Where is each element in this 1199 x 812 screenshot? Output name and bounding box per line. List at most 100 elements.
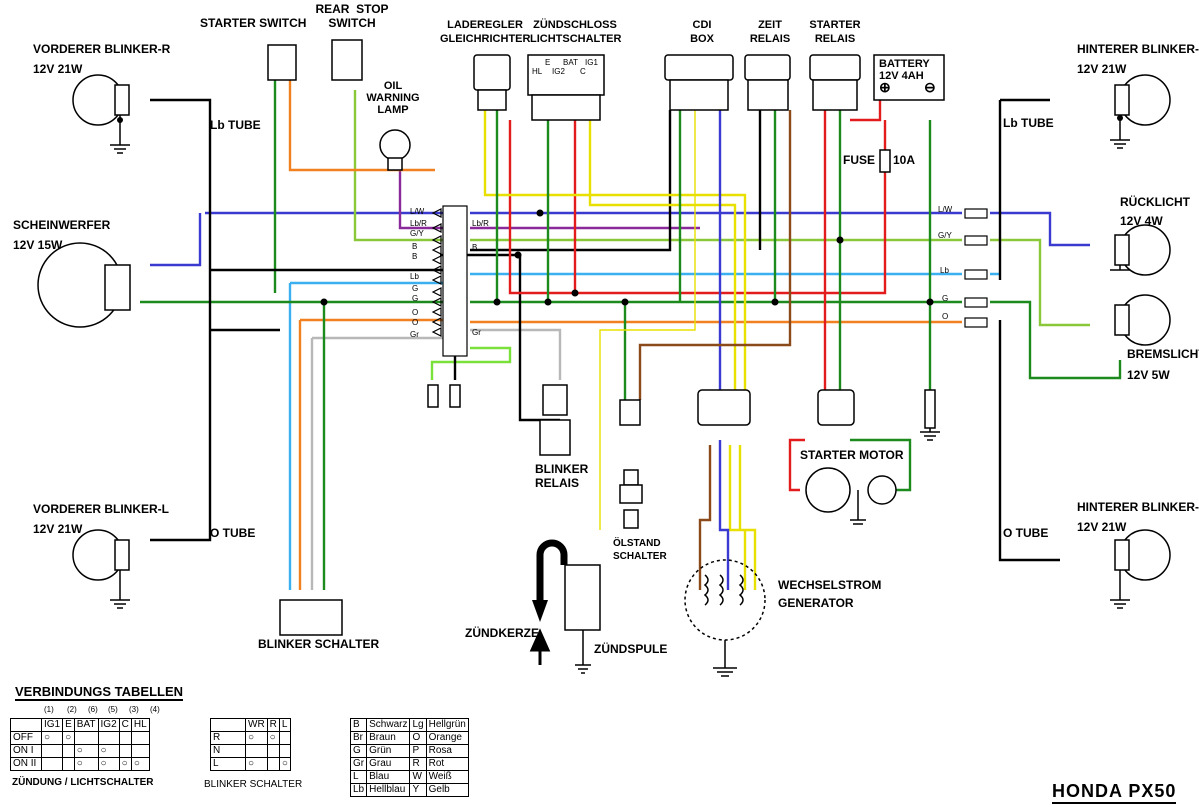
term-c: C xyxy=(580,67,586,76)
regulator-body xyxy=(473,54,511,91)
vorderer-r-spec: 12V 21W xyxy=(33,62,83,76)
row-head: N xyxy=(210,744,246,758)
starter-switch-body xyxy=(267,44,297,81)
wire-green-lights xyxy=(273,75,326,590)
wire-blue-gen xyxy=(718,110,730,590)
code: Gr xyxy=(349,757,368,771)
col-head: IG1 xyxy=(40,718,64,732)
starter-relay-body xyxy=(809,54,861,81)
hinterer-r-label: HINTERER BLINKER-R xyxy=(1077,42,1199,56)
wire-red-batt xyxy=(823,95,882,390)
laderegler-label: LADEREGLER GLEICHRICHTER xyxy=(440,19,531,45)
wire-yellow-gen xyxy=(728,445,757,590)
bremslicht-label: BREMSLICHT xyxy=(1127,347,1199,361)
ignition-coil-body xyxy=(564,564,601,631)
wire-code: Lb/R xyxy=(472,219,489,228)
color: Orange xyxy=(425,731,469,745)
code: B xyxy=(349,718,368,732)
rear-stop-switch-body xyxy=(331,39,363,81)
scheinwerfer-label: SCHEINWERFER xyxy=(13,218,111,232)
fuse-label: FUSE xyxy=(843,153,876,167)
wire-green-g xyxy=(140,300,1122,380)
code: Br xyxy=(349,731,368,745)
wires xyxy=(140,75,1122,590)
timer-relay-body xyxy=(744,54,791,81)
spark-plug-symbol xyxy=(529,539,568,665)
wire-code: G/Y xyxy=(938,231,952,240)
cdi-body xyxy=(664,54,734,81)
wire-red-main xyxy=(508,120,887,295)
hinterer-l-label: HINTERER BLINKER-L xyxy=(1077,500,1199,514)
ruecklicht-label: RÜCKLICHT xyxy=(1120,195,1190,209)
color: Rot xyxy=(425,757,469,771)
o-tube-left: O TUBE xyxy=(210,526,256,540)
wire-code: G/Y xyxy=(410,229,424,238)
term-ig1: IG1 xyxy=(585,58,598,67)
ignition-table: IG1 E BAT IG2 C HL OFF○○ ON I○○ ON II○○○… xyxy=(10,718,150,771)
hinterer-l-spec: 12V 21W xyxy=(1077,520,1127,534)
col-num: (1) xyxy=(44,705,54,714)
term-bat: BAT xyxy=(563,58,578,67)
wire-code: Lb xyxy=(940,266,949,275)
row-head: R xyxy=(210,731,246,745)
fuse-spec: 10A xyxy=(893,153,916,167)
blinker-table: WR R L R○○ N L○○ xyxy=(210,718,291,771)
wire-brown-gen xyxy=(698,445,712,590)
row-head: OFF xyxy=(10,731,42,745)
starter-relais-label: STARTER RELAIS xyxy=(809,19,861,45)
col-head: C xyxy=(118,718,132,732)
code: Y xyxy=(409,783,427,797)
term-hl: HL xyxy=(532,67,543,76)
wire-code: B xyxy=(412,242,418,251)
lb-tube-right: Lb TUBE xyxy=(1003,116,1054,130)
wire-code: G xyxy=(412,284,419,293)
wire-code: Gr xyxy=(472,328,481,337)
zuendkerze-label: ZÜNDKERZE xyxy=(465,626,539,640)
ignition-switch-body xyxy=(527,54,605,96)
code: L xyxy=(349,770,368,784)
color: Hellgrün xyxy=(425,718,469,732)
wire-code: Gr xyxy=(410,330,419,339)
starter-switch-label: STARTER SWITCH xyxy=(200,16,307,30)
blinker-schalter-label: BLINKER SCHALTER xyxy=(258,637,380,651)
wire-yellow-2 xyxy=(588,120,737,420)
col-num: (3) xyxy=(129,705,139,714)
ruecklicht-spec: 12V 4W xyxy=(1120,214,1163,228)
oil-lamp-bulb xyxy=(379,129,411,161)
vorderer-l-spec: 12V 21W xyxy=(33,522,83,536)
vorderer-r-label: VORDERER BLINKER-R xyxy=(33,42,171,56)
wire-grey-gr xyxy=(310,328,562,590)
lb-tube-left: Lb TUBE xyxy=(210,118,261,132)
row-head: L xyxy=(210,757,246,771)
wire-orange-oil xyxy=(288,75,435,172)
junction-dots xyxy=(117,115,1123,306)
wire-green-reg xyxy=(495,110,932,400)
wire-code: O xyxy=(412,308,419,317)
color: Schwarz xyxy=(366,718,411,732)
wire-blue-lw xyxy=(150,211,962,267)
blinker-relay-body xyxy=(539,419,571,456)
wire-code: O xyxy=(412,318,419,327)
col-head: HL xyxy=(130,718,150,732)
term-ig2: IG2 xyxy=(552,67,565,76)
blinker-relais-label: BLINKER RELAIS xyxy=(535,462,589,490)
main-connector-block xyxy=(431,205,988,357)
wire-purple-lbr xyxy=(398,170,700,230)
color: Grau xyxy=(366,757,411,771)
starter-connector xyxy=(817,389,855,426)
code: Lg xyxy=(409,718,427,732)
cdi-label: CDI BOX xyxy=(690,19,714,45)
col-num: (4) xyxy=(150,705,160,714)
zeit-relais-label: ZEIT RELAIS xyxy=(749,19,791,45)
wire-code: Lb/R xyxy=(410,219,427,228)
battery-label: BATTERY xyxy=(879,58,930,70)
wire-lg xyxy=(430,346,512,380)
o-tube-right: O TUBE xyxy=(1003,526,1049,540)
color: Hellblau xyxy=(366,783,411,797)
wire-yellow-1 xyxy=(483,110,747,420)
wire-red-motor xyxy=(788,438,805,492)
oil-lamp-label: OIL WARNING LAMP xyxy=(366,80,420,116)
fuse-body xyxy=(879,149,891,173)
battery-body xyxy=(873,54,945,101)
